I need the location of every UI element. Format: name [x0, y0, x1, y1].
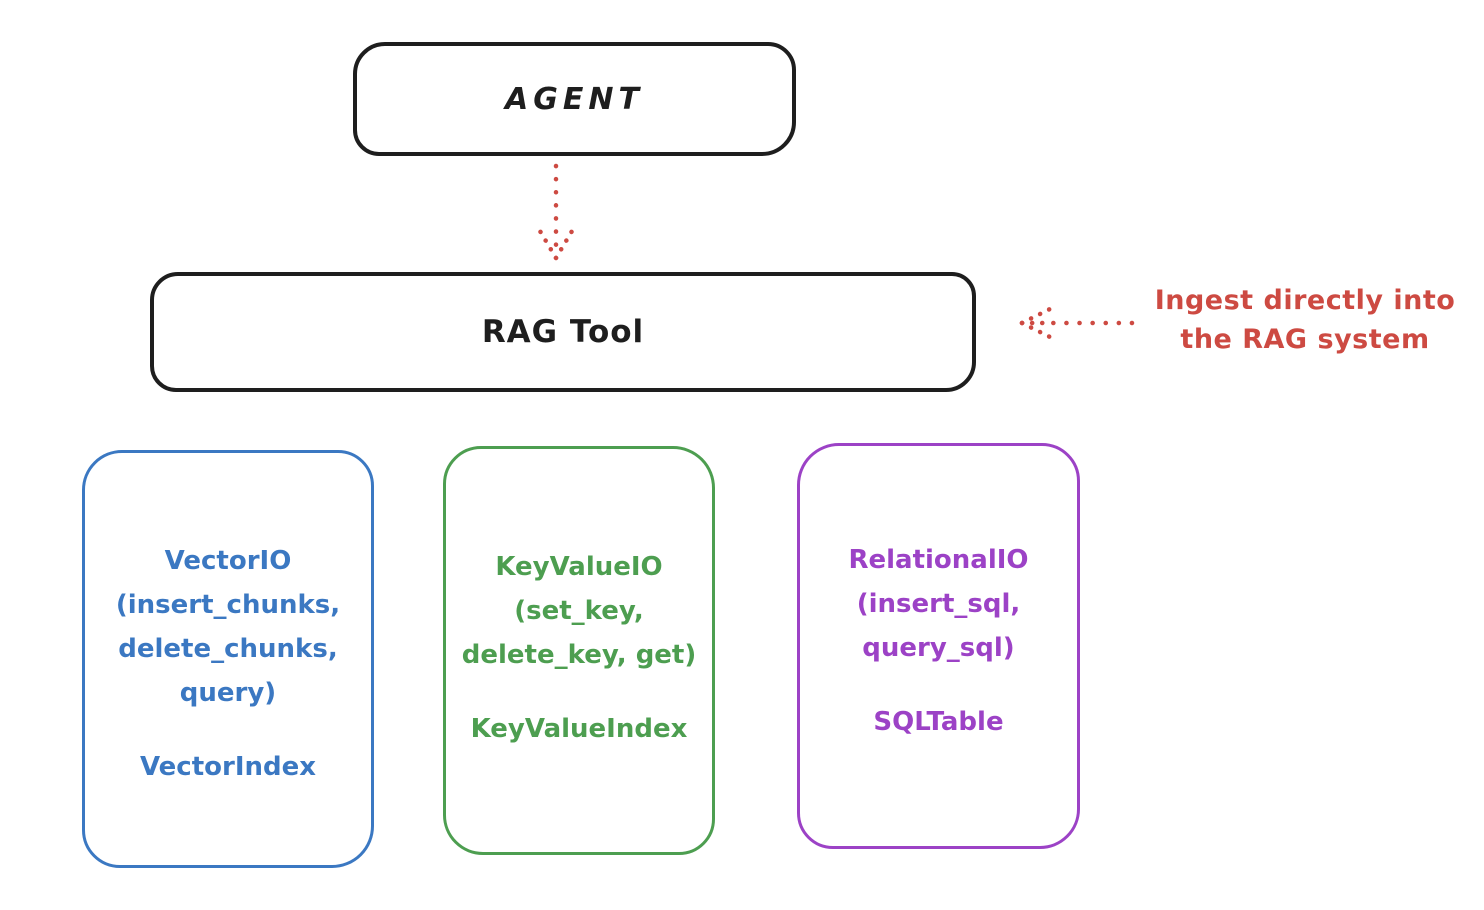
- vector-io-title-line: query): [179, 678, 277, 708]
- keyvalue-io-title-line: KeyValueIO: [495, 552, 663, 582]
- rag-tool-node-label: RAG Tool: [481, 314, 645, 350]
- agent-node: AGENT: [353, 42, 796, 156]
- keyvalue-io-title-line: delete_key, get): [461, 640, 697, 670]
- vector-io-title-line: (insert_chunks,: [115, 590, 341, 620]
- agent-to-ragtool-dotted-arrow-down-icon: [525, 162, 589, 266]
- sql-table-label: SQLTable: [873, 707, 1004, 737]
- ingest-annotation-line1: Ingest directly into: [1154, 285, 1456, 316]
- vector-io-title-line: VectorIO: [164, 546, 292, 576]
- agent-node-label: AGENT: [505, 81, 644, 117]
- relational-io-card: RelationalIO (insert_sql, query_sql) SQL…: [797, 443, 1080, 849]
- keyvalue-io-title-line: (set_key,: [514, 596, 644, 626]
- ingest-annotation: Ingest directly into the RAG system: [1138, 281, 1472, 359]
- vector-index-label: VectorIndex: [139, 752, 317, 782]
- vector-io-title-line: delete_chunks,: [118, 634, 338, 664]
- rag-tool-node: RAG Tool: [150, 272, 976, 392]
- relational-io-title-line: query_sql): [862, 633, 1015, 663]
- ingest-annotation-line2: the RAG system: [1180, 324, 1430, 355]
- relational-io-title-line: (insert_sql,: [856, 589, 1021, 619]
- relational-io-title: RelationalIO (insert_sql, query_sql): [848, 538, 1028, 670]
- ingest-dotted-arrow-left-icon: [1014, 298, 1138, 348]
- keyvalue-io-title: KeyValueIO (set_key, delete_key, get): [462, 545, 697, 677]
- vector-io-title: VectorIO (insert_chunks, delete_chunks, …: [116, 539, 340, 715]
- keyvalue-index-label: KeyValueIndex: [470, 714, 688, 744]
- keyvalue-io-card: KeyValueIO (set_key, delete_key, get) Ke…: [443, 446, 715, 855]
- vector-io-card: VectorIO (insert_chunks, delete_chunks, …: [82, 450, 374, 868]
- relational-io-title-line: RelationalIO: [848, 545, 1029, 575]
